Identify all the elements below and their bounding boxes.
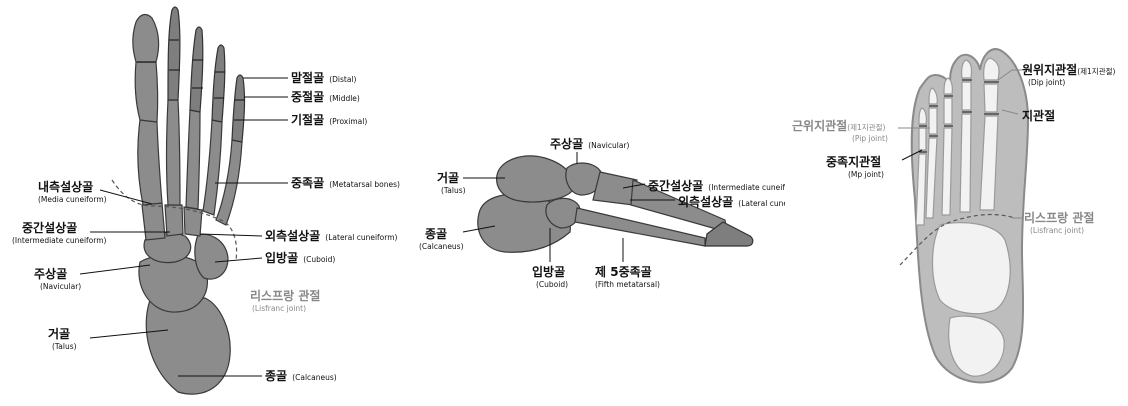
svg-text:중절골 (Middle): 중절골 (Middle) (291, 86, 360, 105)
foot-joints-diagram: 원위지관절(제1지관절) (Dip joint) 지관절 근위지관절(제1지관절… (790, 0, 1128, 406)
label-calcaneus-ko: 종골 (425, 227, 447, 241)
label-talus-ko: 거골 (48, 326, 70, 341)
label-calcaneus-en: (Calcaneus) (292, 373, 337, 382)
toe3-phalanges (190, 27, 203, 112)
svg-text:근위지관절(제1지관절): 근위지관절(제1지관절) (792, 118, 886, 133)
svg-text:원위지관절(제1지관절): 원위지관절(제1지관절) (1022, 62, 1116, 77)
svg-text:중간설상골 (Intermediate cuneiform): 중간설상골 (Intermediate cuneiform) (648, 175, 785, 194)
label-talus-en: (Talus) (441, 186, 466, 195)
svg-text:종골 (Calcaneus): 종골 (Calcaneus) (265, 365, 337, 384)
label-pip-en: (Pip joint) (852, 134, 888, 143)
label-lisfranc-en: (Lisfranc joint) (1030, 226, 1084, 235)
label-cuboid-en: (Cuboid) (303, 255, 335, 264)
cuboid-bone (546, 198, 580, 228)
label-lisfranc-en: (Lisfranc joint) (252, 304, 306, 313)
label-talus-en: (Talus) (52, 342, 77, 351)
label-dip-en: (Dip joint) (1028, 78, 1065, 87)
label-medial-cuneiform-ko: 내측설상골 (38, 179, 93, 194)
label-cuboid-en: (Cuboid) (536, 280, 568, 289)
lateral-foot-panel: 주상골 (Navicular) 거골 (Talus) 중간설상골 (Interm… (405, 0, 785, 406)
label-intermediate-cuneiform-ko: 중간설상골 (648, 178, 703, 193)
label-lateral-cuneiform-ko: 외측설상골 (678, 194, 733, 209)
label-lateral-cuneiform-ko: 외측설상골 (265, 228, 320, 243)
label-distal-en: (Distal) (329, 75, 356, 84)
label-distal-ko: 말절골 (291, 71, 324, 85)
label-cuboid-ko: 입방골 (265, 250, 298, 265)
cuboid-bone (195, 234, 228, 279)
label-fifth-metatarsal-en: (Fifth metatarsal) (595, 280, 660, 289)
svg-text:주상골 (Navicular): 주상골 (Navicular) (550, 133, 630, 152)
svg-text:입방골 (Cuboid): 입방골 (Cuboid) (265, 247, 335, 266)
toe2-phalanges (168, 7, 180, 100)
label-navicular-en: (Navicular) (588, 141, 629, 150)
svg-text:말절골 (Distal): 말절골 (Distal) (291, 67, 357, 86)
label-calcaneus-ko: 종골 (265, 369, 287, 383)
label-mp-en: (Mp joint) (848, 170, 884, 179)
metatarsal-1 (138, 120, 162, 205)
label-navicular-en: (Navicular) (40, 282, 81, 291)
toe4-phalanges (212, 45, 225, 122)
label-navicular-ko: 주상골 (550, 136, 583, 151)
label-lisfranc-ko: 리스프랑 관절 (1024, 210, 1094, 225)
lateral-foot-diagram: 주상골 (Navicular) 거골 (Talus) 중간설상골 (Interm… (405, 0, 785, 406)
big-toe-proximal (135, 62, 157, 122)
calcaneus-bone (146, 298, 230, 394)
metatarsal-4 (203, 120, 222, 215)
label-intermediate-cuneiform-ko: 중간설상골 (22, 220, 77, 235)
talus-bone (497, 156, 574, 202)
label-lateral-cuneiform-en: (Lateral cuneifrom) (738, 199, 785, 208)
svg-text:중족골 (Metatarsal bones): 중족골 (Metatarsal bones) (291, 172, 400, 191)
label-mp-ko: 중족지관절 (826, 154, 881, 169)
label-middle-en: (Middle) (329, 94, 360, 103)
label-calcaneus-en: (Calcaneus) (419, 242, 464, 251)
label-talus-ko: 거골 (437, 170, 459, 185)
label-middle-ko: 중절골 (291, 90, 324, 104)
svg-text:외측설상골 (Lateral cuneifrom): 외측설상골 (Lateral cuneifrom) (678, 191, 785, 210)
dorsal-foot-diagram: 말절골 (Distal) 중절골 (Middle) 기절골 (Proximal)… (0, 0, 400, 406)
big-toe-distal (133, 15, 159, 62)
label-metatarsal-en: (Metatarsal bones) (329, 180, 400, 189)
label-intermediate-cuneiform-en: (Intermediate cuneiform) (12, 236, 107, 245)
label-lateral-cuneiform-en: (Lateral cuneiform) (325, 233, 397, 242)
foot-joints-panel: 원위지관절(제1지관절) (Dip joint) 지관절 근위지관절(제1지관절… (790, 0, 1128, 406)
toe5-phalanges (232, 75, 245, 142)
label-navicular-ko: 주상골 (34, 266, 67, 281)
label-lisfranc-ko: 리스프랑 관절 (250, 288, 320, 303)
label-proximal-en: (Proximal) (329, 117, 367, 126)
label-cuboid-ko: 입방골 (532, 264, 565, 279)
label-metatarsal-ko: 중족골 (291, 176, 324, 190)
label-dip-paren: (제1지관절) (1077, 66, 1115, 76)
dorsal-foot-panel: 말절골 (Distal) 중절골 (Middle) 기절골 (Proximal)… (0, 0, 400, 406)
label-pip-paren: (제1지관절) (847, 122, 885, 132)
label-dip-ko: 원위지관절 (1022, 62, 1077, 77)
medial-cuneiform-bone (142, 203, 165, 240)
label-pip-ko: 근위지관절 (792, 118, 847, 133)
metatarsal-3 (186, 110, 200, 209)
label-proximal-ko: 기절골 (291, 112, 324, 127)
label-fifth-metatarsal-ko: 제 5중족골 (595, 265, 652, 279)
svg-text:외측설상골 (Lateral cuneiform): 외측설상골 (Lateral cuneiform) (265, 225, 398, 244)
svg-text:기절골 (Proximal): 기절골 (Proximal) (291, 109, 367, 128)
label-intermediate-cuneiform-en: (Intermediate cuneiform) (708, 183, 785, 192)
metatarsal-2 (167, 100, 181, 205)
label-toe-joint-ko: 지관절 (1022, 108, 1055, 123)
lateral-cuneiform-bone (184, 207, 202, 236)
intermediate-cuneiform-bone (165, 205, 183, 236)
label-medial-cuneiform-en: (Media cuneiform) (38, 195, 107, 204)
